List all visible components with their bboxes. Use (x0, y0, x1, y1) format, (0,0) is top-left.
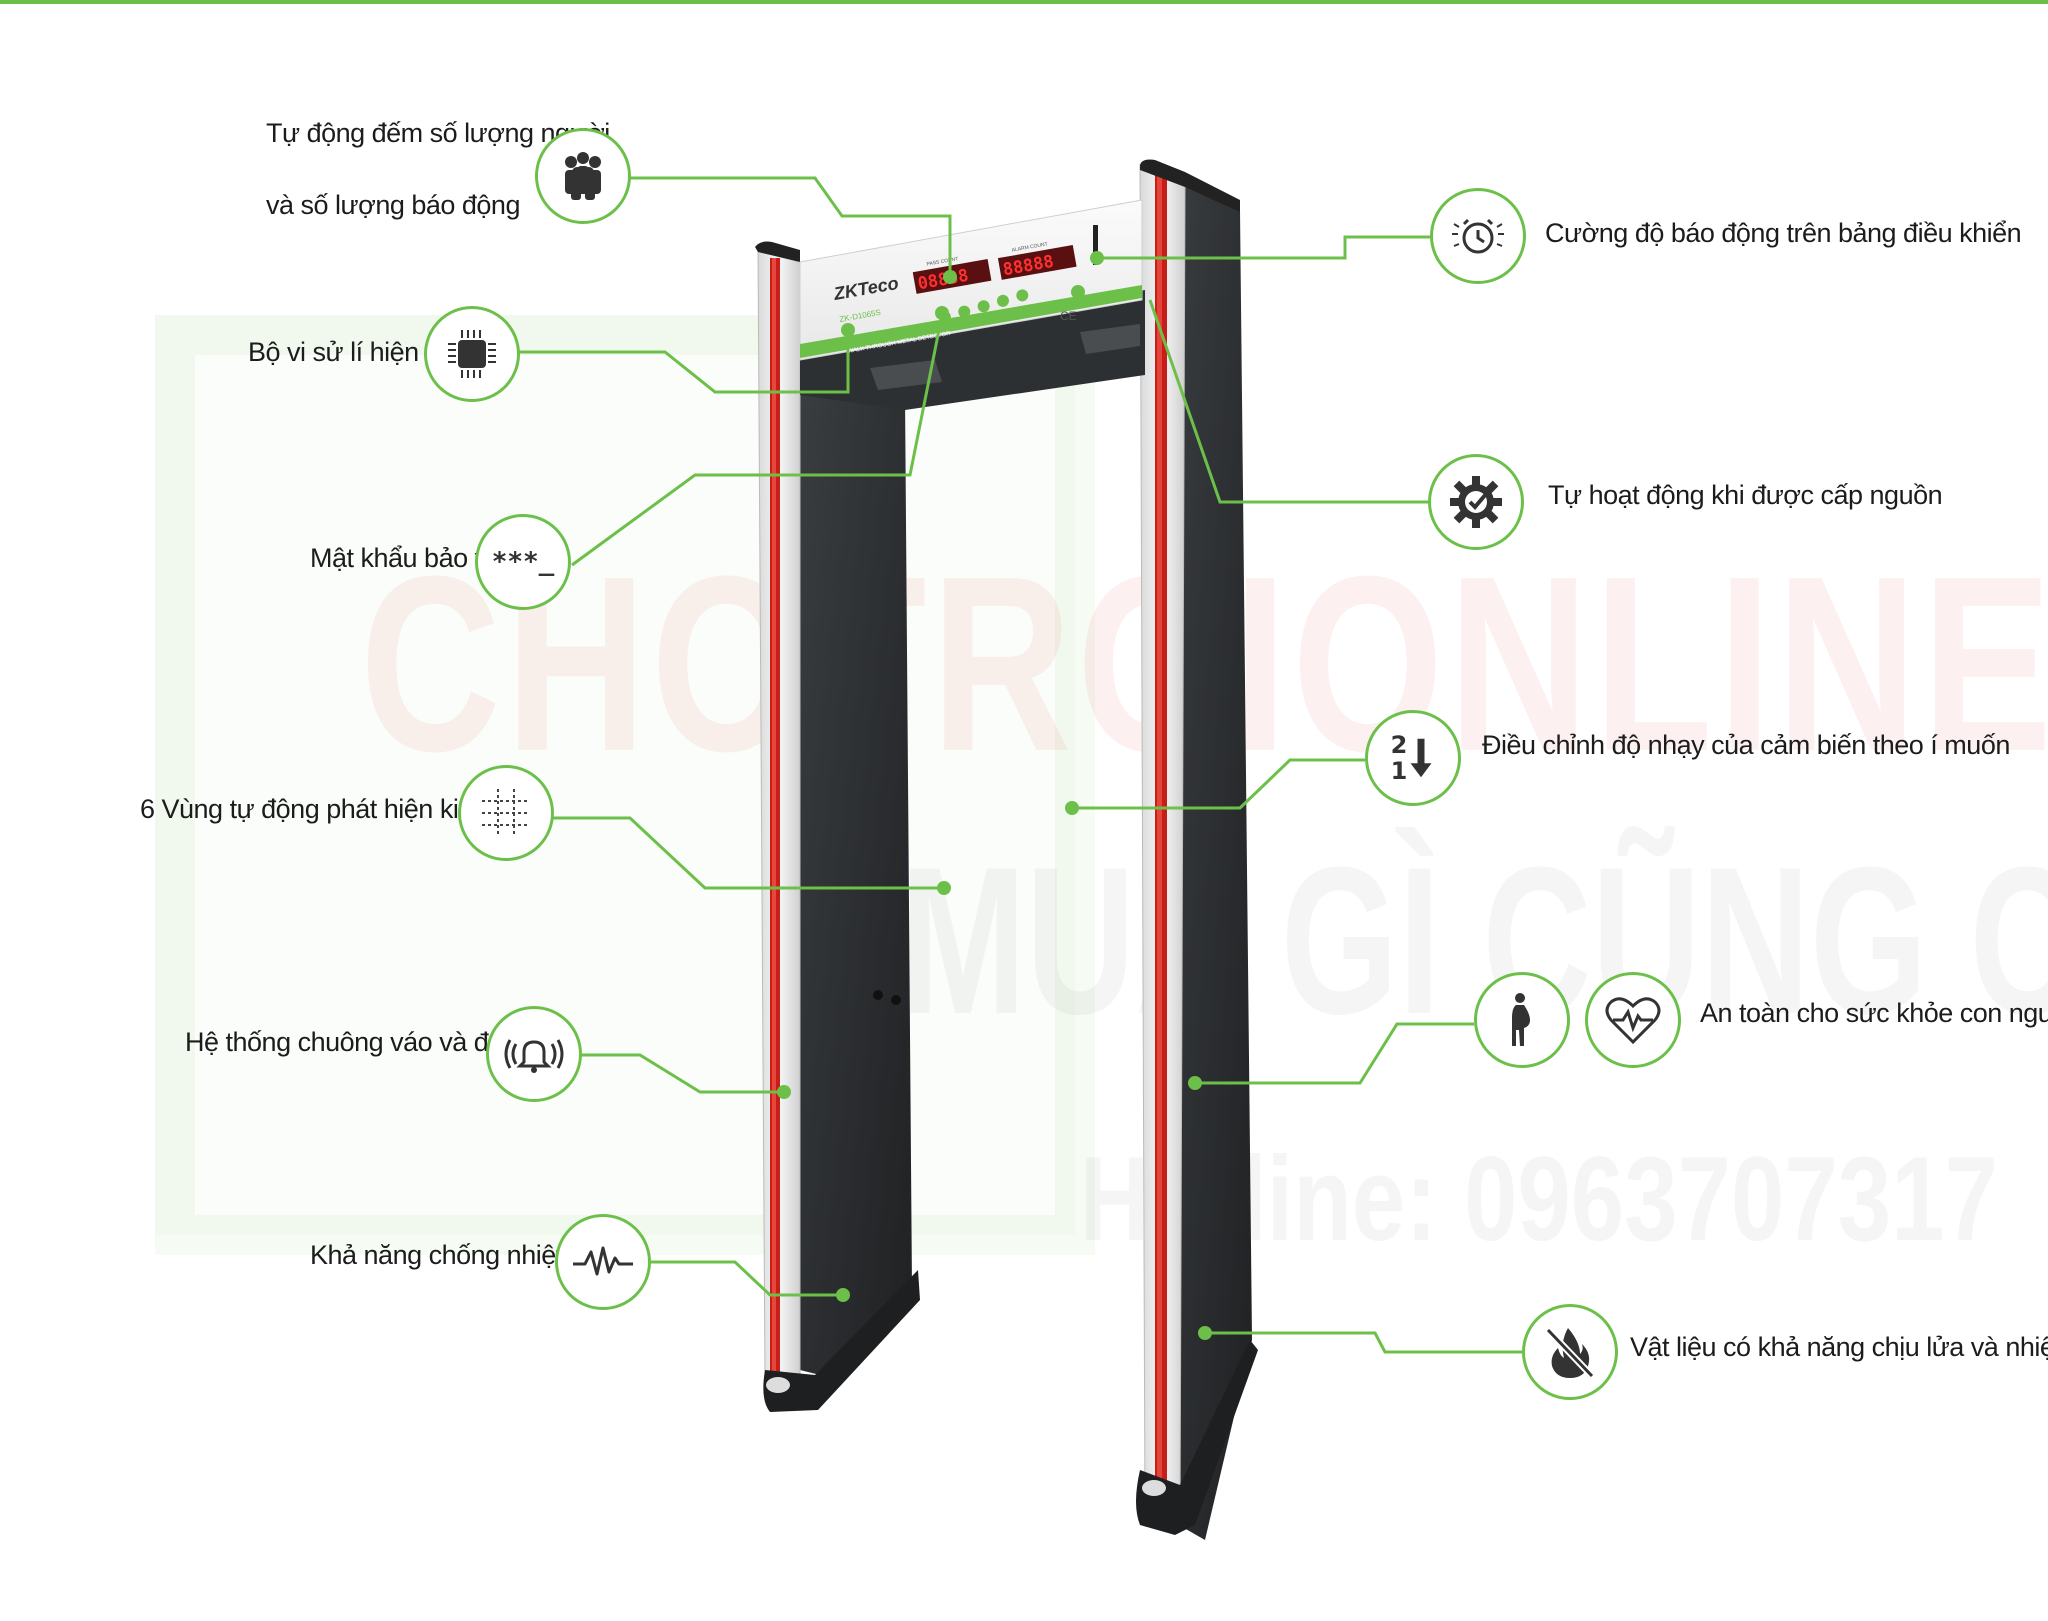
pass-count-label: PASS COUNT (926, 256, 959, 267)
alarm-count-display (997, 244, 1077, 280)
password-icon: ***_ (475, 514, 571, 610)
leader-lines (515, 176, 1522, 1354)
leader-sensitivity (1072, 758, 1365, 810)
feature-fire-label: Vật liệu có khả năng chịu lửa và nhiệt đ… (1630, 1332, 2048, 1362)
gear-check-icon (1428, 454, 1524, 550)
sensitivity-digit-top: 2 (1390, 731, 1408, 759)
feature-alarm-intensity-label: Cường độ báo động trên bảng điều khiển (1545, 218, 2022, 248)
leader-auto-power (1148, 299, 1428, 504)
control-panel: ZKTeco ZK-D1065S WALK THROUGH METAL DETE… (831, 225, 1098, 355)
heart-pulse-icon (1585, 972, 1681, 1068)
leader-alarm-intensity (1097, 235, 1432, 260)
ce-mark: CE (1060, 309, 1077, 323)
people-group-icon (535, 128, 631, 224)
alarm-bell-icon (486, 1006, 582, 1102)
leader-fire (1205, 1331, 1522, 1354)
left-pillar (755, 241, 920, 1412)
feature-password-label: Mật khẩu bảo vệ (310, 543, 503, 573)
heat-wave-icon (555, 1214, 651, 1310)
leader-processor (515, 330, 850, 394)
alarm-clock-icon (1430, 188, 1526, 284)
leader-heat (648, 1260, 843, 1297)
password-icon-text: ***_ (491, 547, 555, 577)
watermark-logo-frame (155, 315, 1095, 1255)
leader-password (571, 314, 944, 567)
microchip-icon (424, 306, 520, 402)
feature-counter-label-2: và số lượng báo động (266, 190, 520, 220)
leader-health (1195, 1022, 1474, 1085)
right-pillar (1136, 159, 1258, 1540)
feature-auto-power-label: Tự hoạt động khi được cấp nguồn (1548, 480, 1943, 510)
feature-sensitivity-label: Điều chỉnh độ nhạy của cảm biến theo í m… (1482, 730, 2010, 760)
leader-bell (572, 1053, 784, 1094)
pregnant-woman-icon (1474, 972, 1570, 1068)
top-accent-bar (0, 0, 2048, 4)
no-fire-icon (1522, 1304, 1618, 1400)
sensitivity-digit-bottom: 1 (1390, 757, 1408, 785)
feature-health-label: An toàn cho sức khỏe con người (1700, 998, 2048, 1028)
sensitivity-sort-digits: 2 1 (1391, 732, 1408, 784)
down-arrow-icon (1410, 738, 1432, 778)
sensitivity-sort-icon: 2 1 (1365, 710, 1461, 806)
leader-zones (552, 816, 944, 890)
detection-zones-icon (458, 765, 554, 861)
leader-counter (628, 176, 952, 275)
alarm-intensity-bar (1093, 225, 1098, 265)
leader-dots (777, 251, 1212, 1340)
